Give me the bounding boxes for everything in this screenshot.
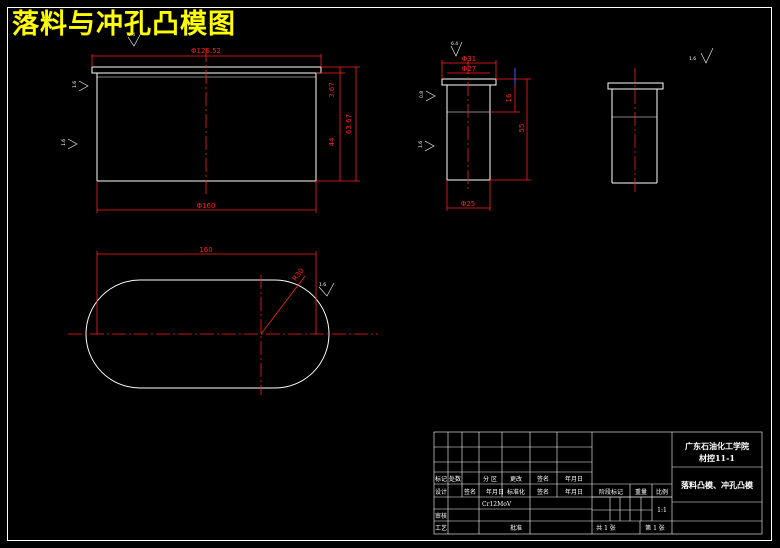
dim-radius: R30 [291,267,306,283]
punch-top-view: 160 R30 [68,246,378,395]
dim-len: 160 [199,246,212,254]
svg-text:标准化: 标准化 [507,488,525,496]
roughness-symbol: 1.6 [318,282,335,297]
svg-text:比例: 比例 [656,488,668,496]
roughness-symbol: 6.4 [127,32,142,47]
roughness-symbol: 6.4 [450,41,463,57]
dim-d1: Φ31 [462,55,476,63]
dim-top-width: Φ126.52 [191,47,221,55]
sheets-total: 共 1 张 [596,524,616,532]
roughness-symbol: 0.8 [419,91,436,102]
dim-width: Φ160 [197,202,216,210]
svg-text:重量: 重量 [635,488,647,496]
svg-text:0.8: 0.8 [419,91,425,98]
scale: 1:1 [657,507,667,514]
svg-text:批准: 批准 [510,524,522,532]
side-view [607,68,664,195]
dim-d2: Φ27 [462,65,476,73]
svg-text:设计: 设计 [435,488,447,496]
dim-d3: Φ25 [461,200,475,208]
svg-text:年月日: 年月日 [565,488,583,496]
svg-text:1.6: 1.6 [319,282,326,288]
part-name: 落料凸模、冲孔凸模 [681,480,754,490]
drawing-title: 落料与冲孔凸模图 [12,9,236,40]
dim-h2: 44 [328,137,336,146]
svg-text:年月日: 年月日 [565,475,583,483]
piercing-punch-view: Φ31 Φ27 Φ25 16 55 [441,55,531,211]
svg-text:处数: 处数 [449,475,461,483]
material: Cr12MoV [482,501,512,508]
svg-text:工艺: 工艺 [435,524,447,532]
roughness-symbol: 1.6 [72,81,89,92]
svg-text:签名: 签名 [537,488,549,496]
dim-h5: 55 [518,124,526,133]
svg-text:签名: 签名 [464,488,476,496]
svg-text:标记: 标记 [435,475,447,483]
svg-text:1.6: 1.6 [418,141,424,148]
svg-text:1.6: 1.6 [61,139,67,146]
sheet-number: 第 1 张 [645,524,665,532]
school-name: 广东石油化工学院 [685,441,749,451]
punch-front-view: Φ126.52 Φ160 3.67 44 63.67 [91,47,360,213]
svg-text:1.6: 1.6 [689,56,696,62]
title-block: 广东石油化工学院 材控11-1 落料凸模、冲孔凸模 标记 处数 分 区 更改 签… [433,431,763,535]
class-name: 材控11-1 [699,453,735,463]
svg-text:年月日: 年月日 [486,488,504,496]
svg-text:更改: 更改 [510,475,522,483]
dim-h4: 16 [505,93,513,102]
roughness-symbol: 1.6 [61,139,78,150]
svg-text:审核: 审核 [435,512,447,520]
sheet-border [7,7,772,541]
svg-text:阶段标记: 阶段标记 [599,488,623,496]
svg-text:6.4: 6.4 [451,41,458,47]
roughness-symbol: 1.6 [689,47,714,64]
roughness-symbol: 1.6 [418,141,435,152]
svg-text:分 区: 分 区 [483,475,497,483]
dim-h3: 63.67 [345,114,353,134]
svg-text:6.4: 6.4 [128,32,135,38]
svg-text:1.6: 1.6 [72,81,78,88]
svg-text:签名: 签名 [537,475,549,483]
dim-h1: 3.67 [328,82,336,98]
